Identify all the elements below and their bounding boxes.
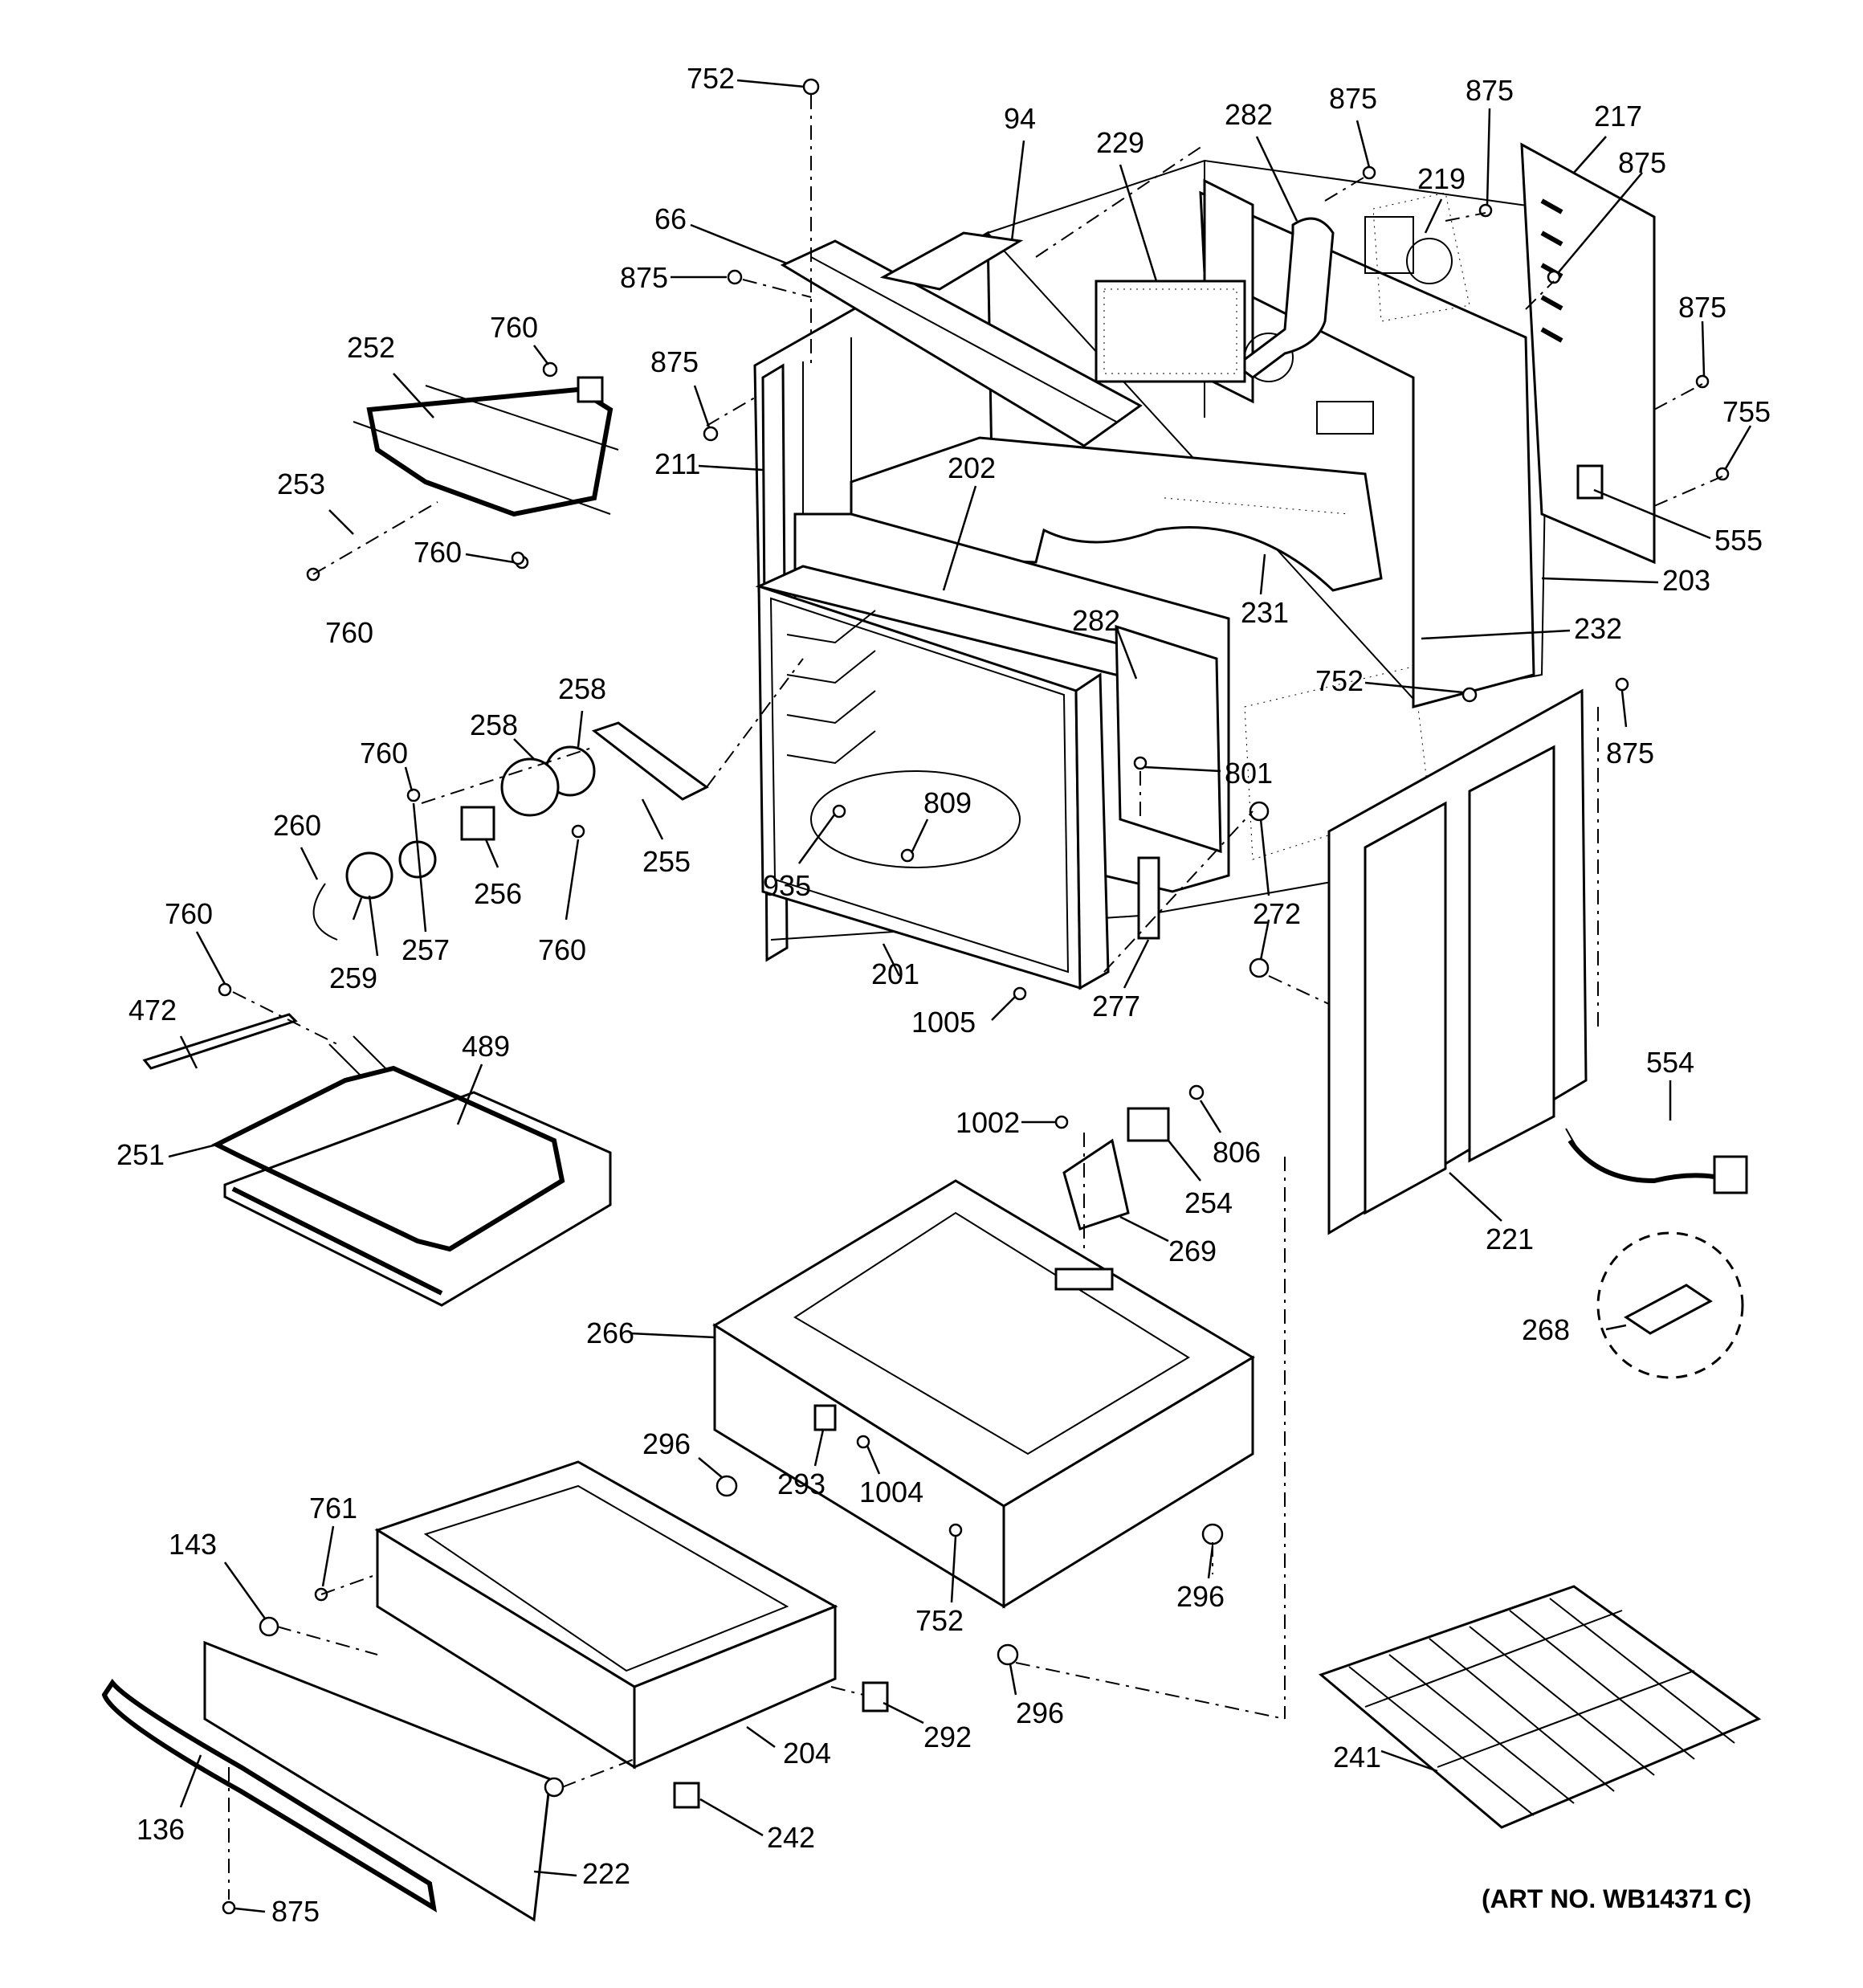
- callout-760: 760: [414, 536, 462, 569]
- callout-296: 296: [1016, 1696, 1064, 1729]
- callout-242: 242: [767, 1821, 815, 1854]
- drawer-front: [101, 1640, 552, 1922]
- callout-202: 202: [948, 451, 996, 484]
- callout-272: 272: [1253, 897, 1301, 930]
- power-cord: [1565, 1128, 1748, 1194]
- callout-136: 136: [137, 1813, 185, 1846]
- bake-element-assembly: [211, 1035, 612, 1307]
- callout-94: 94: [1004, 102, 1036, 135]
- callout-1004: 1004: [859, 1476, 923, 1508]
- callout-752: 752: [915, 1604, 964, 1637]
- element-shield: [142, 1013, 298, 1070]
- brackets: [673, 856, 1170, 1809]
- callout-293: 293: [777, 1468, 826, 1500]
- callout-labels: 752 94 229 282 875 875 217 219 875 66 87…: [116, 62, 1771, 1928]
- callout-229: 229: [1096, 126, 1144, 159]
- callout-268: 268: [1522, 1313, 1570, 1346]
- callout-256: 256: [474, 877, 522, 910]
- callout-143: 143: [169, 1528, 217, 1561]
- callout-809: 809: [923, 786, 972, 819]
- vent-duct: [1234, 217, 1335, 379]
- callout-935: 935: [763, 869, 811, 902]
- top-brace: [780, 231, 1143, 447]
- callout-875: 875: [1606, 737, 1654, 769]
- fasteners: [218, 78, 1730, 1915]
- callout-472: 472: [128, 994, 177, 1027]
- callout-489: 489: [462, 1030, 510, 1063]
- callout-211: 211: [654, 447, 700, 480]
- callout-282: 282: [1072, 604, 1120, 637]
- callout-277: 277: [1092, 990, 1140, 1023]
- detail-268: [1596, 1231, 1744, 1379]
- callout-219: 219: [1417, 162, 1466, 195]
- callout-555: 555: [1714, 524, 1763, 557]
- callout-201: 201: [871, 957, 919, 990]
- oven-rack: [1319, 1585, 1762, 1829]
- drawer-body: [374, 1460, 838, 1770]
- callout-241: 241: [1333, 1741, 1381, 1774]
- callout-755: 755: [1722, 395, 1771, 428]
- oven-cavity: [755, 512, 1230, 990]
- callout-752: 752: [687, 62, 735, 95]
- callout-554: 554: [1646, 1046, 1694, 1079]
- callout-253: 253: [277, 467, 325, 500]
- callout-204: 204: [783, 1737, 831, 1770]
- callout-875: 875: [1466, 74, 1514, 107]
- callout-266: 266: [586, 1316, 634, 1349]
- callout-875: 875: [650, 345, 699, 378]
- callout-296: 296: [642, 1427, 691, 1460]
- callout-221: 221: [1486, 1223, 1534, 1255]
- callout-875: 875: [620, 261, 668, 294]
- callout-231: 231: [1241, 596, 1289, 629]
- callout-203: 203: [1662, 564, 1710, 597]
- callout-254: 254: [1184, 1186, 1233, 1219]
- outer-wrap-panel: [1327, 688, 1588, 1235]
- callout-760: 760: [490, 311, 538, 344]
- drawer-frame: [712, 1179, 1255, 1609]
- callout-760: 760: [360, 737, 408, 769]
- callout-257: 257: [402, 933, 450, 966]
- insulation-pad: [1095, 280, 1246, 383]
- callout-801: 801: [1225, 757, 1273, 790]
- callout-251: 251: [116, 1138, 165, 1171]
- side-shield: [1520, 142, 1656, 565]
- leader-lines: [168, 79, 1752, 1913]
- callout-255: 255: [642, 845, 691, 878]
- callout-217: 217: [1594, 100, 1642, 133]
- callout-875: 875: [271, 1895, 320, 1928]
- callout-252: 252: [347, 331, 395, 364]
- callout-875: 875: [1329, 82, 1377, 115]
- callout-259: 259: [329, 961, 377, 994]
- callout-760: 760: [165, 897, 213, 930]
- callout-875: 875: [1618, 146, 1666, 179]
- callout-760: 760: [325, 616, 373, 649]
- callout-269: 269: [1168, 1235, 1217, 1268]
- callout-761: 761: [309, 1492, 357, 1525]
- callout-258: 258: [558, 672, 606, 705]
- broil-element: [353, 376, 619, 517]
- callout-222: 222: [582, 1857, 630, 1890]
- callout-1005: 1005: [911, 1006, 976, 1039]
- callout-806: 806: [1213, 1136, 1261, 1169]
- callout-296: 296: [1176, 1580, 1225, 1613]
- callout-282: 282: [1225, 98, 1273, 131]
- art-number: (ART NO. WB14371 C): [1482, 1884, 1751, 1913]
- callout-292: 292: [923, 1721, 972, 1753]
- callout-760: 760: [538, 933, 586, 966]
- callout-1002: 1002: [956, 1106, 1020, 1139]
- assembly-lines: [228, 95, 1723, 1900]
- callout-752: 752: [1315, 664, 1364, 697]
- callout-875: 875: [1678, 291, 1726, 324]
- callout-260: 260: [273, 809, 321, 842]
- callout-232: 232: [1574, 612, 1622, 645]
- callout-258: 258: [470, 708, 518, 741]
- callout-66: 66: [654, 202, 687, 235]
